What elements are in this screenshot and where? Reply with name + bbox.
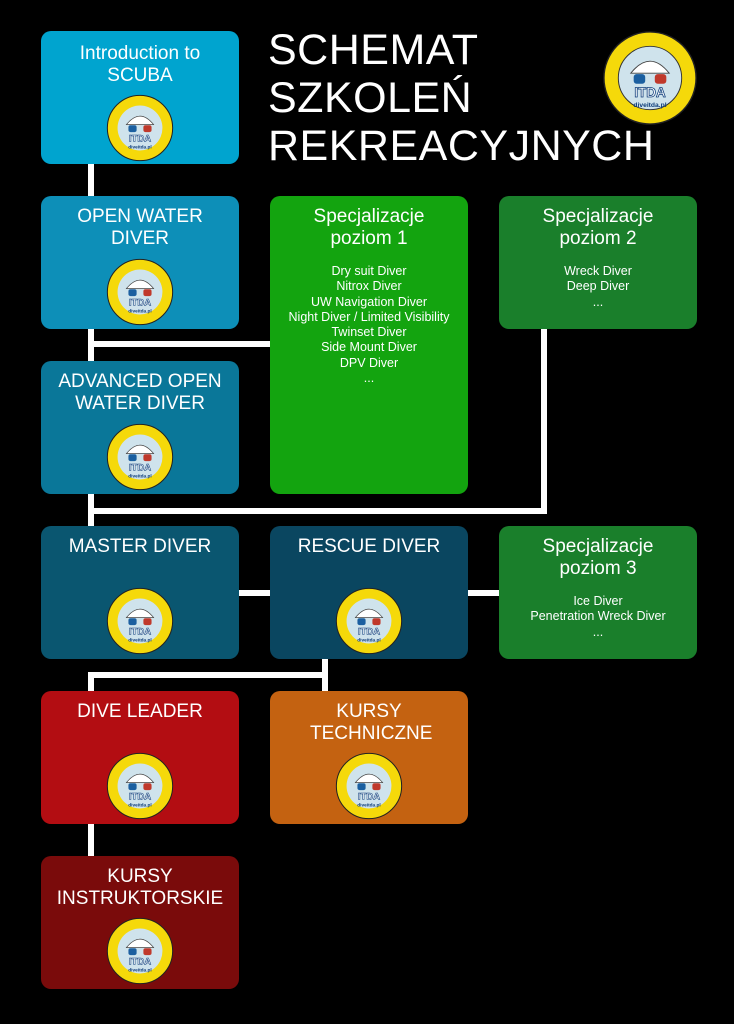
- connector-branch-horizontal: [88, 672, 328, 678]
- list-item: Nitrox Diver: [336, 279, 402, 294]
- list-item: Twinset Diver: [331, 325, 407, 340]
- box-instr-title: KURSY INSTRUKTORSKIE: [56, 866, 224, 909]
- svg-text:ITDA: ITDA: [129, 463, 151, 474]
- box-intro-title: Introduction to SCUBA: [79, 43, 201, 86]
- list-item: Deep Diver: [566, 279, 630, 294]
- connector-owd-spec1: [88, 341, 272, 347]
- connector-spec2-down: [541, 329, 547, 514]
- title-line-2: SZKOLEŃ: [268, 74, 473, 122]
- svg-text:ITDA: ITDA: [358, 792, 380, 803]
- connector-branch-leader: [88, 672, 94, 692]
- title-line-3: REKREACYJNYCH: [268, 122, 655, 170]
- svg-text:ITDA: ITDA: [634, 85, 666, 100]
- svg-text:diveitda.pl: diveitda.pl: [633, 102, 666, 109]
- connector-leader-instr: [88, 823, 94, 858]
- svg-text:diveitda.pl: diveitda.pl: [357, 637, 381, 643]
- box-spec2-title: Specjalizacje poziom 2: [542, 206, 654, 249]
- box-owd-title: OPEN WATER DIVER: [77, 206, 203, 249]
- list-item: Wreck Diver: [564, 264, 632, 278]
- box-tech-title: KURSY TECHNICZNE: [310, 701, 433, 744]
- box-spec3-title: Specjalizacje poziom 3: [542, 536, 654, 579]
- list-item: Side Mount Diver: [321, 340, 417, 355]
- svg-text:ITDA: ITDA: [129, 957, 151, 968]
- box-aowd-title: ADVANCED OPEN WATER DIVER: [58, 371, 222, 414]
- svg-text:diveitda.pl: diveitda.pl: [357, 802, 381, 808]
- box-spec1[interactable]: Specjalizacje poziom 1 Dry suit Diver Ni…: [270, 196, 468, 494]
- page-title: SCHEMAT SZKOLEŃ REKREACYJNYCH: [268, 26, 654, 170]
- box-spec1-title: Specjalizacje poziom 1: [313, 206, 425, 249]
- title-line-1: SCHEMAT: [268, 26, 479, 74]
- svg-text:ITDA: ITDA: [129, 134, 151, 145]
- list-item: Night Diver / Limited Visibility: [288, 309, 450, 324]
- connector-rescue-spec3: [468, 590, 500, 596]
- svg-text:diveitda.pl: diveitda.pl: [128, 802, 152, 808]
- svg-text:diveitda.pl: diveitda.pl: [128, 144, 152, 150]
- itda-logo-header: ITDA diveitda.pl: [603, 31, 697, 125]
- list-item: Dry suit Diver: [331, 264, 407, 278]
- spec2-list: Wreck Diver Deep Diver ...: [499, 264, 697, 310]
- list-item: ...: [592, 294, 604, 309]
- svg-text:ITDA: ITDA: [129, 298, 151, 309]
- list-item: DPV Diver: [339, 355, 399, 370]
- svg-text:ITDA: ITDA: [129, 792, 151, 803]
- connector-master-rescue: [238, 590, 272, 596]
- spec1-list: Dry suit Diver Nitrox Diver UW Navigatio…: [270, 264, 468, 386]
- list-item: Ice Diver: [573, 594, 623, 608]
- box-dive-leader-title: DIVE LEADER: [77, 701, 203, 722]
- list-item: ...: [592, 624, 604, 639]
- svg-text:diveitda.pl: diveitda.pl: [128, 967, 152, 973]
- connector-intro-owd: [88, 163, 94, 197]
- box-spec2[interactable]: Specjalizacje poziom 2 Wreck Diver Deep …: [499, 196, 697, 329]
- svg-text:ITDA: ITDA: [358, 627, 380, 638]
- spec3-list: Ice Diver Penetration Wreck Diver ...: [499, 594, 697, 640]
- connector-spec2-master: [88, 508, 547, 514]
- box-spec3[interactable]: Specjalizacje poziom 3 Ice Diver Penetra…: [499, 526, 697, 659]
- svg-text:diveitda.pl: diveitda.pl: [128, 637, 152, 643]
- list-item: Penetration Wreck Diver: [530, 609, 666, 624]
- list-item: UW Navigation Diver: [310, 294, 427, 309]
- box-rescue-title: RESCUE DIVER: [297, 536, 441, 557]
- svg-text:diveitda.pl: diveitda.pl: [128, 308, 152, 314]
- svg-text:ITDA: ITDA: [129, 627, 151, 638]
- list-item: ...: [363, 371, 375, 386]
- box-master-title: MASTER DIVER: [68, 536, 212, 557]
- svg-text:diveitda.pl: diveitda.pl: [128, 473, 152, 479]
